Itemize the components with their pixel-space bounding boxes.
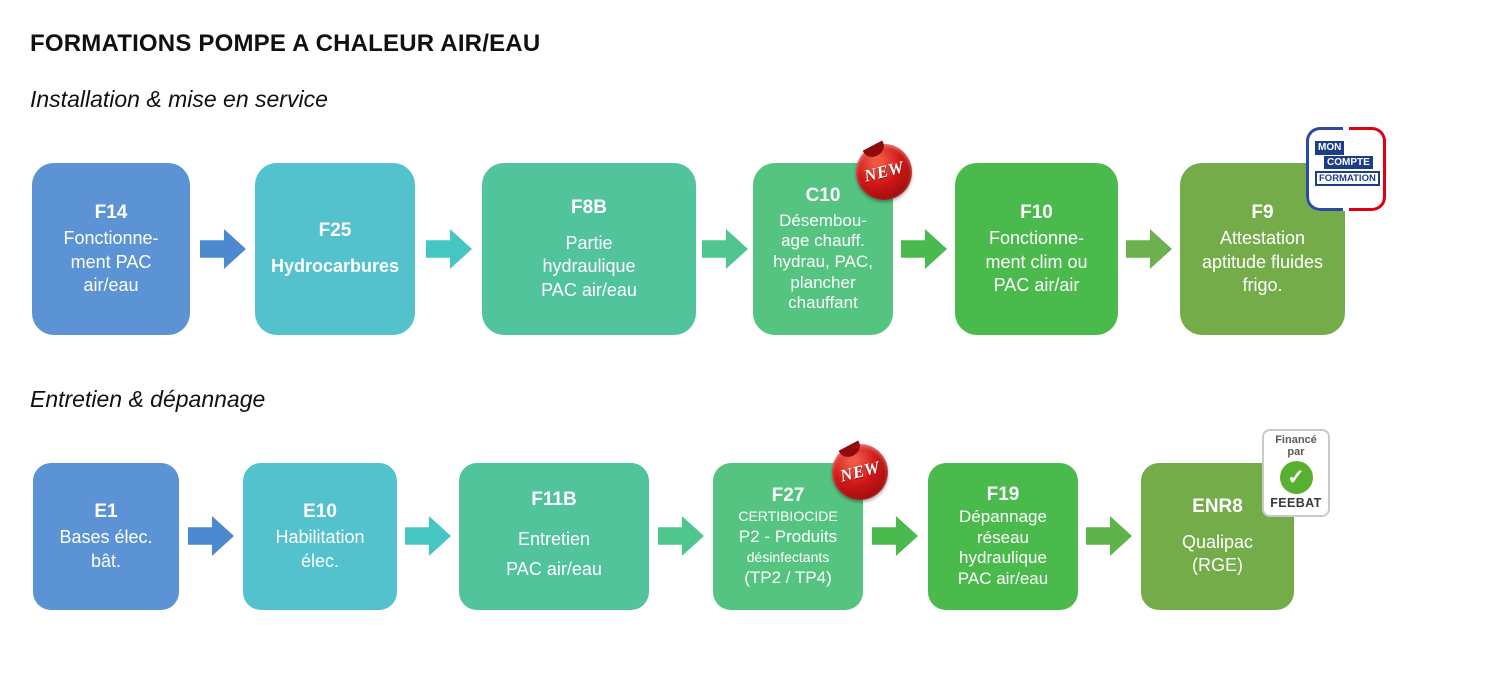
course-label: Fonctionne- ment clim ou PAC air/air <box>985 228 1088 296</box>
course-label: Attestation aptitude fluides frigo. <box>1201 228 1324 296</box>
section-label-installation: Installation & mise en service <box>30 86 328 112</box>
course-label-line: CERTIBIOCIDE <box>738 508 838 525</box>
course-box-e1: E1 Bases élec. bât. <box>33 463 179 610</box>
course-label: Entretien PAC air/eau <box>506 528 602 580</box>
new-badge: NEW <box>832 444 888 500</box>
new-badge: NEW <box>856 144 912 200</box>
course-label: Qualipac (RGE) <box>1181 531 1254 576</box>
feebat-badge: Financé par ✓ FEEBAT <box>1262 429 1330 518</box>
new-badge-text: NEW <box>838 457 882 486</box>
flow-arrow <box>658 516 704 556</box>
course-box-f14: F14 Fonctionne- ment PAC air/eau <box>32 163 190 335</box>
course-label: Désembou- age chauff. hydrau, PAC, planc… <box>773 210 873 313</box>
flow-arrow <box>1126 229 1172 269</box>
mcf-blue-bracket <box>1306 127 1343 211</box>
course-code: F14 <box>94 201 128 223</box>
course-code: E10 <box>303 500 337 522</box>
course-label: Habilitation élec. <box>275 527 365 571</box>
course-code: C10 <box>805 184 841 206</box>
course-label: Bases élec. bât. <box>59 527 153 571</box>
mon-compte-formation-logo: MON COMPTE FORMATION <box>1306 127 1386 211</box>
course-label-line: P2 - Produits <box>738 527 838 547</box>
flow-arrow <box>188 516 234 556</box>
course-label-line: (TP2 / TP4) <box>744 568 832 588</box>
course-box-f11b: F11B Entretien PAC air/eau <box>459 463 649 610</box>
course-code: F11B <box>531 489 577 511</box>
course-code: ENR8 <box>1192 496 1243 518</box>
new-badge-text: NEW <box>862 157 906 186</box>
course-box-e10: E10 Habilitation élec. <box>243 463 397 610</box>
mcf-line-formation: FORMATION <box>1315 171 1380 187</box>
section-label-entretien: Entretien & dépannage <box>30 386 266 412</box>
mcf-line-mon: MON <box>1315 141 1345 155</box>
flow-arrow <box>200 229 246 269</box>
page-title: FORMATIONS POMPE A CHALEUR AIR/EAU <box>30 30 541 57</box>
mcf-line-compte: COMPTE <box>1324 155 1373 169</box>
check-icon: ✓ <box>1279 461 1313 495</box>
course-box-f10: F10 Fonctionne- ment clim ou PAC air/air <box>955 163 1118 335</box>
course-label: Fonctionne- ment PAC air/eau <box>63 228 159 296</box>
course-code: F25 <box>318 220 352 242</box>
course-label: Hydrocarbures <box>270 256 400 277</box>
course-code: E1 <box>94 500 118 522</box>
flow-arrow <box>405 516 451 556</box>
flow-arrow <box>426 229 472 269</box>
course-label: Partie hydraulique PAC air/eau <box>541 232 637 300</box>
course-code: F27 <box>771 484 805 506</box>
course-code: F8B <box>571 197 607 219</box>
flow-arrow <box>702 229 748 269</box>
course-code: F10 <box>1020 201 1053 223</box>
mcf-red-bracket <box>1349 127 1386 211</box>
course-code: F19 <box>986 484 1020 506</box>
course-box-f8b: F8B Partie hydraulique PAC air/eau <box>482 163 696 335</box>
course-box-f25: F25 Hydrocarbures <box>255 163 415 335</box>
course-code: F9 <box>1251 201 1274 223</box>
feebat-financed-text: Financé par <box>1275 434 1317 458</box>
feebat-name: FEEBAT <box>1270 496 1322 511</box>
course-label: Dépannage réseau hydraulique PAC air/eau <box>957 506 1049 589</box>
flow-arrow <box>872 516 918 556</box>
flow-arrow <box>1086 516 1132 556</box>
course-box-f9: F9 Attestation aptitude fluides frigo. <box>1180 163 1345 335</box>
course-label-line: désinfectants <box>746 549 830 566</box>
course-box-f19: F19 Dépannage réseau hydraulique PAC air… <box>928 463 1078 610</box>
flow-arrow <box>901 229 947 269</box>
